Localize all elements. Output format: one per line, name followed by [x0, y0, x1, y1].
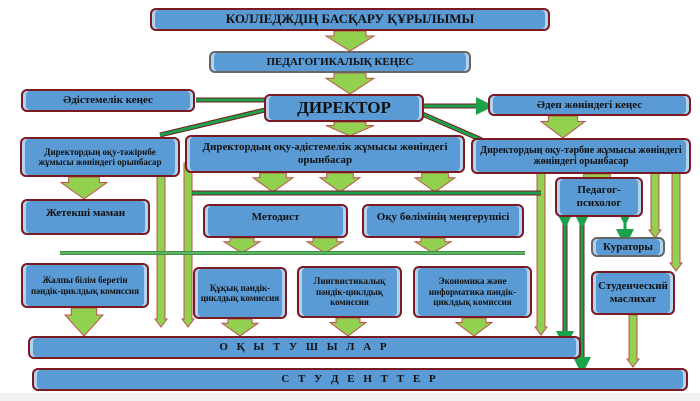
node-ethics-council: Әдеп жөніндегі кеңес	[488, 94, 691, 116]
arrow-methodical-3	[413, 172, 457, 193]
node-general-commission: Жалпы білім беретін пәндік-циклдық комис…	[21, 263, 149, 308]
node-lead-specialist: Жетекші маман	[21, 199, 150, 235]
arrow-education-teachers	[534, 159, 548, 336]
arrow-methodical-2	[318, 172, 362, 193]
arrow-ethics-deputy	[539, 115, 587, 139]
arrow-education-curators	[648, 169, 662, 239]
node-methodical-council: Әдістемелік кеңес	[21, 89, 195, 112]
arrow-council-director	[324, 72, 376, 95]
arrow-practice-specialist	[59, 176, 109, 200]
arrow-general-teachers	[63, 307, 105, 337]
node-teachers: О Қ Ы Т У Ш Ы Л А Р	[28, 336, 581, 359]
chart-title-box: КОЛЛЕДЖДІҢ БАСҚАРУ ҚҰРЫЛЫМЫ	[150, 8, 550, 31]
node-students: С Т У Д Е Н Т Т Е Р	[32, 368, 688, 391]
arrow-practice-down	[154, 162, 168, 328]
node-curators: Кураторы	[591, 237, 665, 257]
node-student-maslikhat: Студенческий маслихат	[591, 271, 675, 315]
chart-title: КОЛЛЕДЖДІҢ БАСҚАРУ ҚҰРЫЛЫМЫ	[225, 11, 475, 27]
arrow-econ-teachers	[454, 317, 494, 337]
arrow-methodical-down	[181, 162, 195, 328]
arrow-director-deputy	[325, 121, 375, 137]
arrow-head-studies	[413, 237, 453, 254]
node-linguistic-commission: Лингвистикалық пәндік-циклдық комиссия	[297, 266, 402, 318]
node-pedagogical-council: ПЕДАГОГИКАЛЫҚ КЕҢЕС	[209, 51, 471, 73]
node-law-commission: Құқық пәндік-циклдық комиссия	[193, 267, 287, 319]
arrow-methodist-2	[305, 237, 345, 254]
arrow-law-teachers	[220, 318, 260, 337]
node-deputy-practice: Директордың оқу-тәжірибе жұмысы жөніндег…	[20, 137, 180, 177]
node-methodist: Методист	[203, 204, 348, 238]
node-head-of-studies: Оқу бөлімінің меңгерушісі	[362, 204, 524, 238]
arrow-education-maslikhat	[669, 169, 683, 272]
arrow-title-council	[324, 30, 376, 52]
arrow-ling-teachers	[328, 317, 368, 337]
arrow-methodist-1	[222, 237, 262, 254]
arrow-maslikhat-students	[626, 314, 640, 368]
node-deputy-methodical: Директордың оқу-әдістемелік жұмысы жөнін…	[185, 135, 465, 173]
node-psychologist: Педагог-психолог	[555, 177, 643, 217]
arrow-methodical-1	[251, 172, 295, 193]
node-economics-commission: Экономика және информатика пәндік-циклды…	[413, 266, 532, 318]
bottom-strip	[0, 393, 700, 401]
node-director: ДИРЕКТОР	[264, 94, 424, 122]
node-deputy-education: Директордың оқу-тәрбие жұмысы жөніндегі …	[471, 138, 691, 174]
